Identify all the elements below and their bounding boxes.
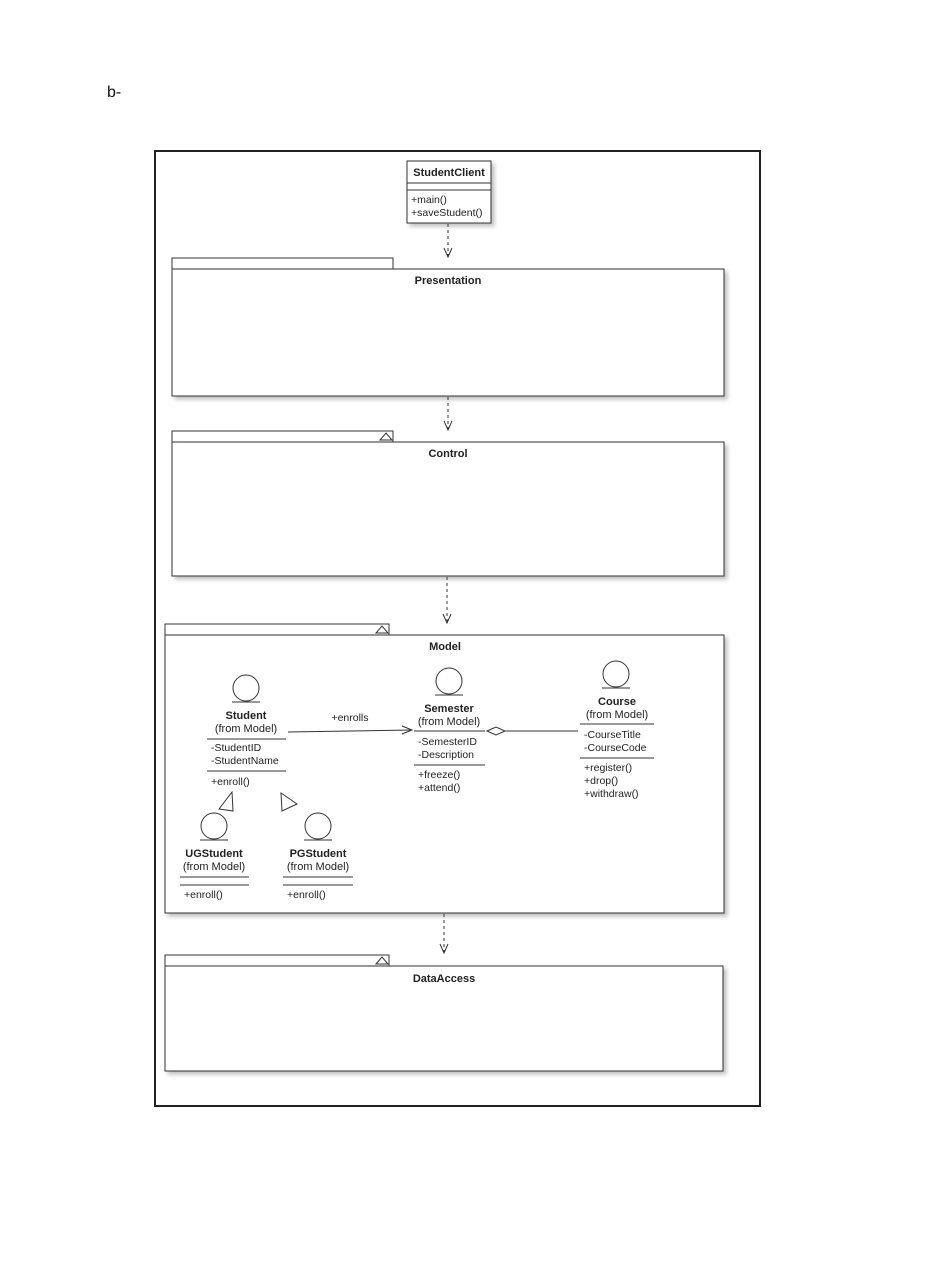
student-class: Student (from Model) -StudentID -Student… <box>207 674 286 788</box>
package-triangle-icon <box>378 432 394 441</box>
entity-icon <box>200 812 228 840</box>
student-class-source: (from Model) <box>215 723 277 735</box>
presentation-package: Presentation <box>171 257 725 397</box>
student-attribute: -StudentName <box>211 755 279 767</box>
pg-student-method: +enroll() <box>287 889 326 901</box>
course-class-name: Course <box>598 696 636 708</box>
control-package: Control <box>171 430 725 577</box>
semester-class: Semester (from Model) -SemesterID -Descr… <box>414 667 485 794</box>
student-client-class: StudentClient +main() +saveStudent() <box>406 160 492 224</box>
student-client-method: +saveStudent() <box>411 207 483 219</box>
page-label: b- <box>107 84 122 101</box>
pg-student-class: PGStudent (from Model) +enroll() <box>283 812 353 901</box>
course-method: +drop() <box>584 775 618 787</box>
student-client-name: StudentClient <box>413 167 485 179</box>
entity-icon <box>602 660 630 688</box>
student-method: +enroll() <box>211 776 250 788</box>
control-package-name: Control <box>428 448 467 460</box>
model-package-name: Model <box>429 641 461 653</box>
pg-student-class-name: PGStudent <box>290 848 347 860</box>
course-class-source: (from Model) <box>586 709 648 721</box>
course-method: +withdraw() <box>584 788 639 800</box>
pg-student-class-source: (from Model) <box>287 861 349 873</box>
dependency-arrow <box>443 224 453 259</box>
student-attribute: -StudentID <box>211 742 262 754</box>
course-class: Course (from Model) -CourseTitle -Course… <box>580 660 654 800</box>
data-access-package: DataAccess <box>164 954 724 1072</box>
dependency-arrow <box>443 397 453 432</box>
aggregation-association <box>485 726 578 736</box>
ug-student-class-name: UGStudent <box>185 848 243 860</box>
semester-method: +freeze() <box>418 769 460 781</box>
semester-class-source: (from Model) <box>418 716 480 728</box>
course-method: +register() <box>584 762 632 774</box>
entity-icon <box>304 812 332 840</box>
presentation-package-name: Presentation <box>415 275 482 287</box>
entity-icon <box>435 667 463 695</box>
dependency-arrow <box>439 914 449 955</box>
course-attribute: -CourseTitle <box>584 729 641 741</box>
ug-student-class-source: (from Model) <box>183 861 245 873</box>
ug-student-class: UGStudent (from Model) +enroll() <box>180 812 249 901</box>
semester-method: +attend() <box>418 782 460 794</box>
package-triangle-icon <box>374 625 390 634</box>
semester-class-name: Semester <box>424 703 474 715</box>
generalization-arrow-icon <box>218 790 234 812</box>
ug-student-method: +enroll() <box>184 889 223 901</box>
dependency-arrow <box>442 577 452 625</box>
data-access-package-name: DataAccess <box>413 973 475 985</box>
package-triangle-icon <box>374 956 390 965</box>
generalization-arrow-icon <box>280 792 299 812</box>
semester-attribute: -SemesterID <box>418 736 477 748</box>
student-class-name: Student <box>226 710 267 722</box>
entity-icon <box>232 674 260 702</box>
student-client-method: +main() <box>411 194 447 206</box>
enrolls-association: +enrolls <box>287 712 414 735</box>
semester-attribute: -Description <box>418 749 474 761</box>
enrolls-label: +enrolls <box>331 712 368 724</box>
course-attribute: -CourseCode <box>584 742 647 754</box>
